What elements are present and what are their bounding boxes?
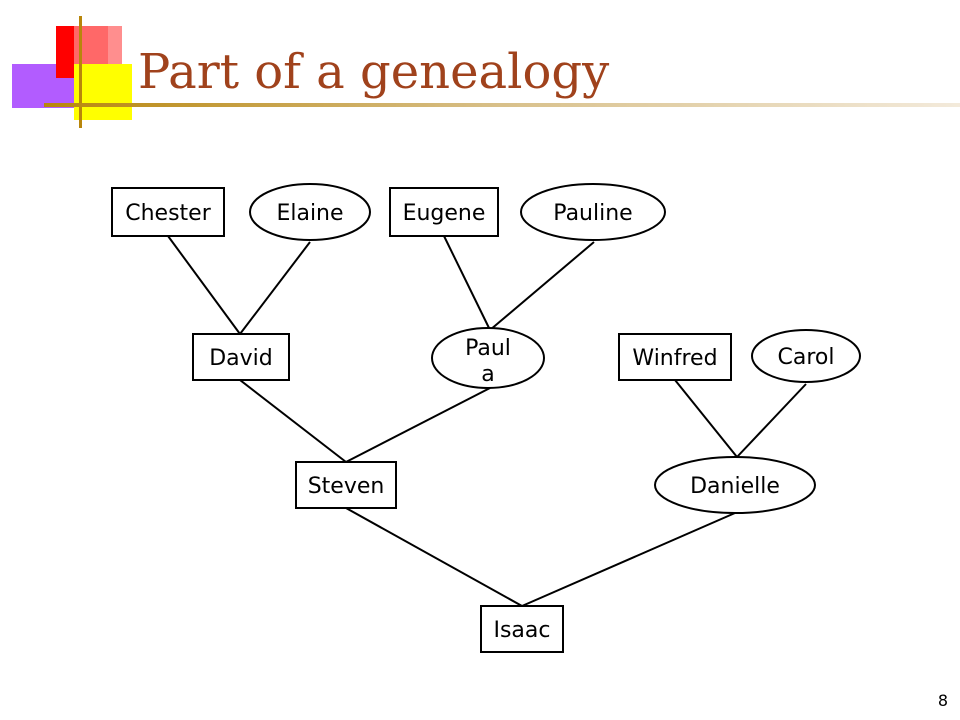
- node-shape-elaine: [249, 183, 371, 241]
- person-node-eugene: Eugene: [389, 187, 499, 237]
- edge-carol-danielle: [736, 383, 807, 458]
- person-node-elaine: Elaine: [249, 183, 371, 241]
- node-shape-david: [192, 333, 290, 381]
- node-label-david: David: [209, 346, 273, 371]
- edge-elaine-david: [239, 241, 311, 335]
- node-shape-chester: [111, 187, 225, 237]
- node-shape-steven: [295, 461, 397, 509]
- title-underline: [44, 103, 960, 107]
- decor-yellow-square: [74, 64, 132, 120]
- node-label-chester: Chester: [125, 201, 211, 226]
- node-shape-paula: [431, 327, 545, 389]
- node-label-steven: Steven: [308, 474, 385, 499]
- edge-winfred-danielle: [674, 379, 738, 458]
- edge-eugene-paula: [443, 235, 491, 331]
- node-shape-danielle: [654, 456, 816, 514]
- page-number: 8: [937, 691, 948, 710]
- person-node-isaac: Isaac: [480, 605, 564, 653]
- node-shape-winfred: [618, 333, 732, 381]
- node-label-isaac: Isaac: [493, 618, 550, 643]
- node-label-carol: Carol: [778, 345, 835, 370]
- node-shape-pauline: [520, 183, 666, 241]
- edge-pauline-paula: [489, 241, 595, 331]
- decor-pink-square: [74, 26, 122, 70]
- node-shape-eugene: [389, 187, 499, 237]
- person-node-steven: Steven: [295, 461, 397, 509]
- node-label-winfred: Winfred: [632, 346, 717, 371]
- edge-paula-steven: [345, 387, 491, 463]
- person-node-danielle: Danielle: [654, 456, 816, 514]
- node-shape-carol: [751, 329, 861, 383]
- decor-vertical-line: [79, 16, 82, 128]
- node-label-pauline: Pauline: [553, 201, 632, 226]
- person-node-david: David: [192, 333, 290, 381]
- person-node-carol: Carol: [751, 329, 861, 383]
- node-shape-isaac: [480, 605, 564, 653]
- node-label-danielle: Danielle: [690, 474, 780, 499]
- slide-title: Part of a genealogy: [138, 44, 610, 100]
- edge-chester-david: [167, 235, 241, 335]
- edge-david-steven: [239, 379, 347, 463]
- edge-steven-isaac: [345, 507, 523, 607]
- person-node-chester: Chester: [111, 187, 225, 237]
- node-label-eugene: Eugene: [403, 201, 486, 226]
- edge-danielle-isaac: [521, 512, 736, 607]
- person-node-pauline: Pauline: [520, 183, 666, 241]
- person-node-winfred: Winfred: [618, 333, 732, 381]
- node-label-elaine: Elaine: [276, 201, 343, 226]
